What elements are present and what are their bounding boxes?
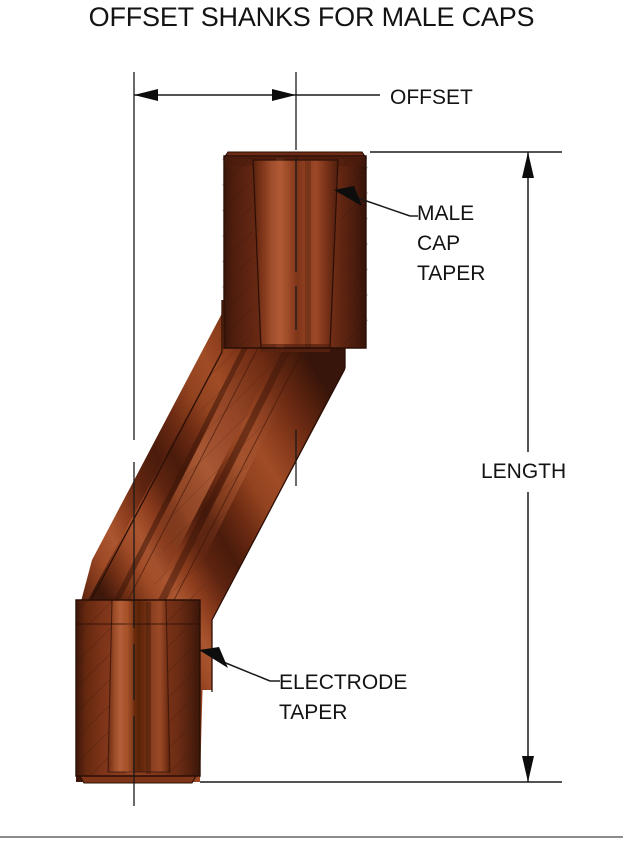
leader-arrow-icon [334,186,362,206]
arrow-left-icon [134,89,158,101]
page-title: OFFSET SHANKS FOR MALE CAPS [88,2,535,32]
male-cap-taper-note: MALE CAP TAPER [417,199,485,289]
offset-dimension-label: OFFSET [390,86,473,109]
leader-line [351,195,411,217]
arrow-left-icon [272,89,296,101]
footer-divider [0,836,623,838]
male-cap-taper-note-line-3: TAPER [417,262,486,285]
centerlines [133,72,297,806]
male-cap-end [222,151,368,352]
length-dimension [200,151,562,783]
leader-arrow-icon [199,647,228,668]
electrode-taper-note: ELECTRODE TAPER [279,668,407,728]
length-dimension-label: LENGTH [481,460,567,483]
offset-dimension [134,89,380,101]
electrode-taper-leader [199,647,280,682]
electrode-end [75,596,201,784]
male-cap-taper-leader [334,186,418,217]
arrow-up-icon [522,152,534,178]
electrode-taper-note-line-2: TAPER [279,701,348,724]
male-cap-taper-note-line-2: CAP [417,232,461,255]
arrow-down-icon [522,756,534,782]
male-cap-taper-note-line-1: MALE [417,202,475,225]
part-geometry [75,151,368,784]
electrode-taper-note-line-1: ELECTRODE [279,671,408,694]
